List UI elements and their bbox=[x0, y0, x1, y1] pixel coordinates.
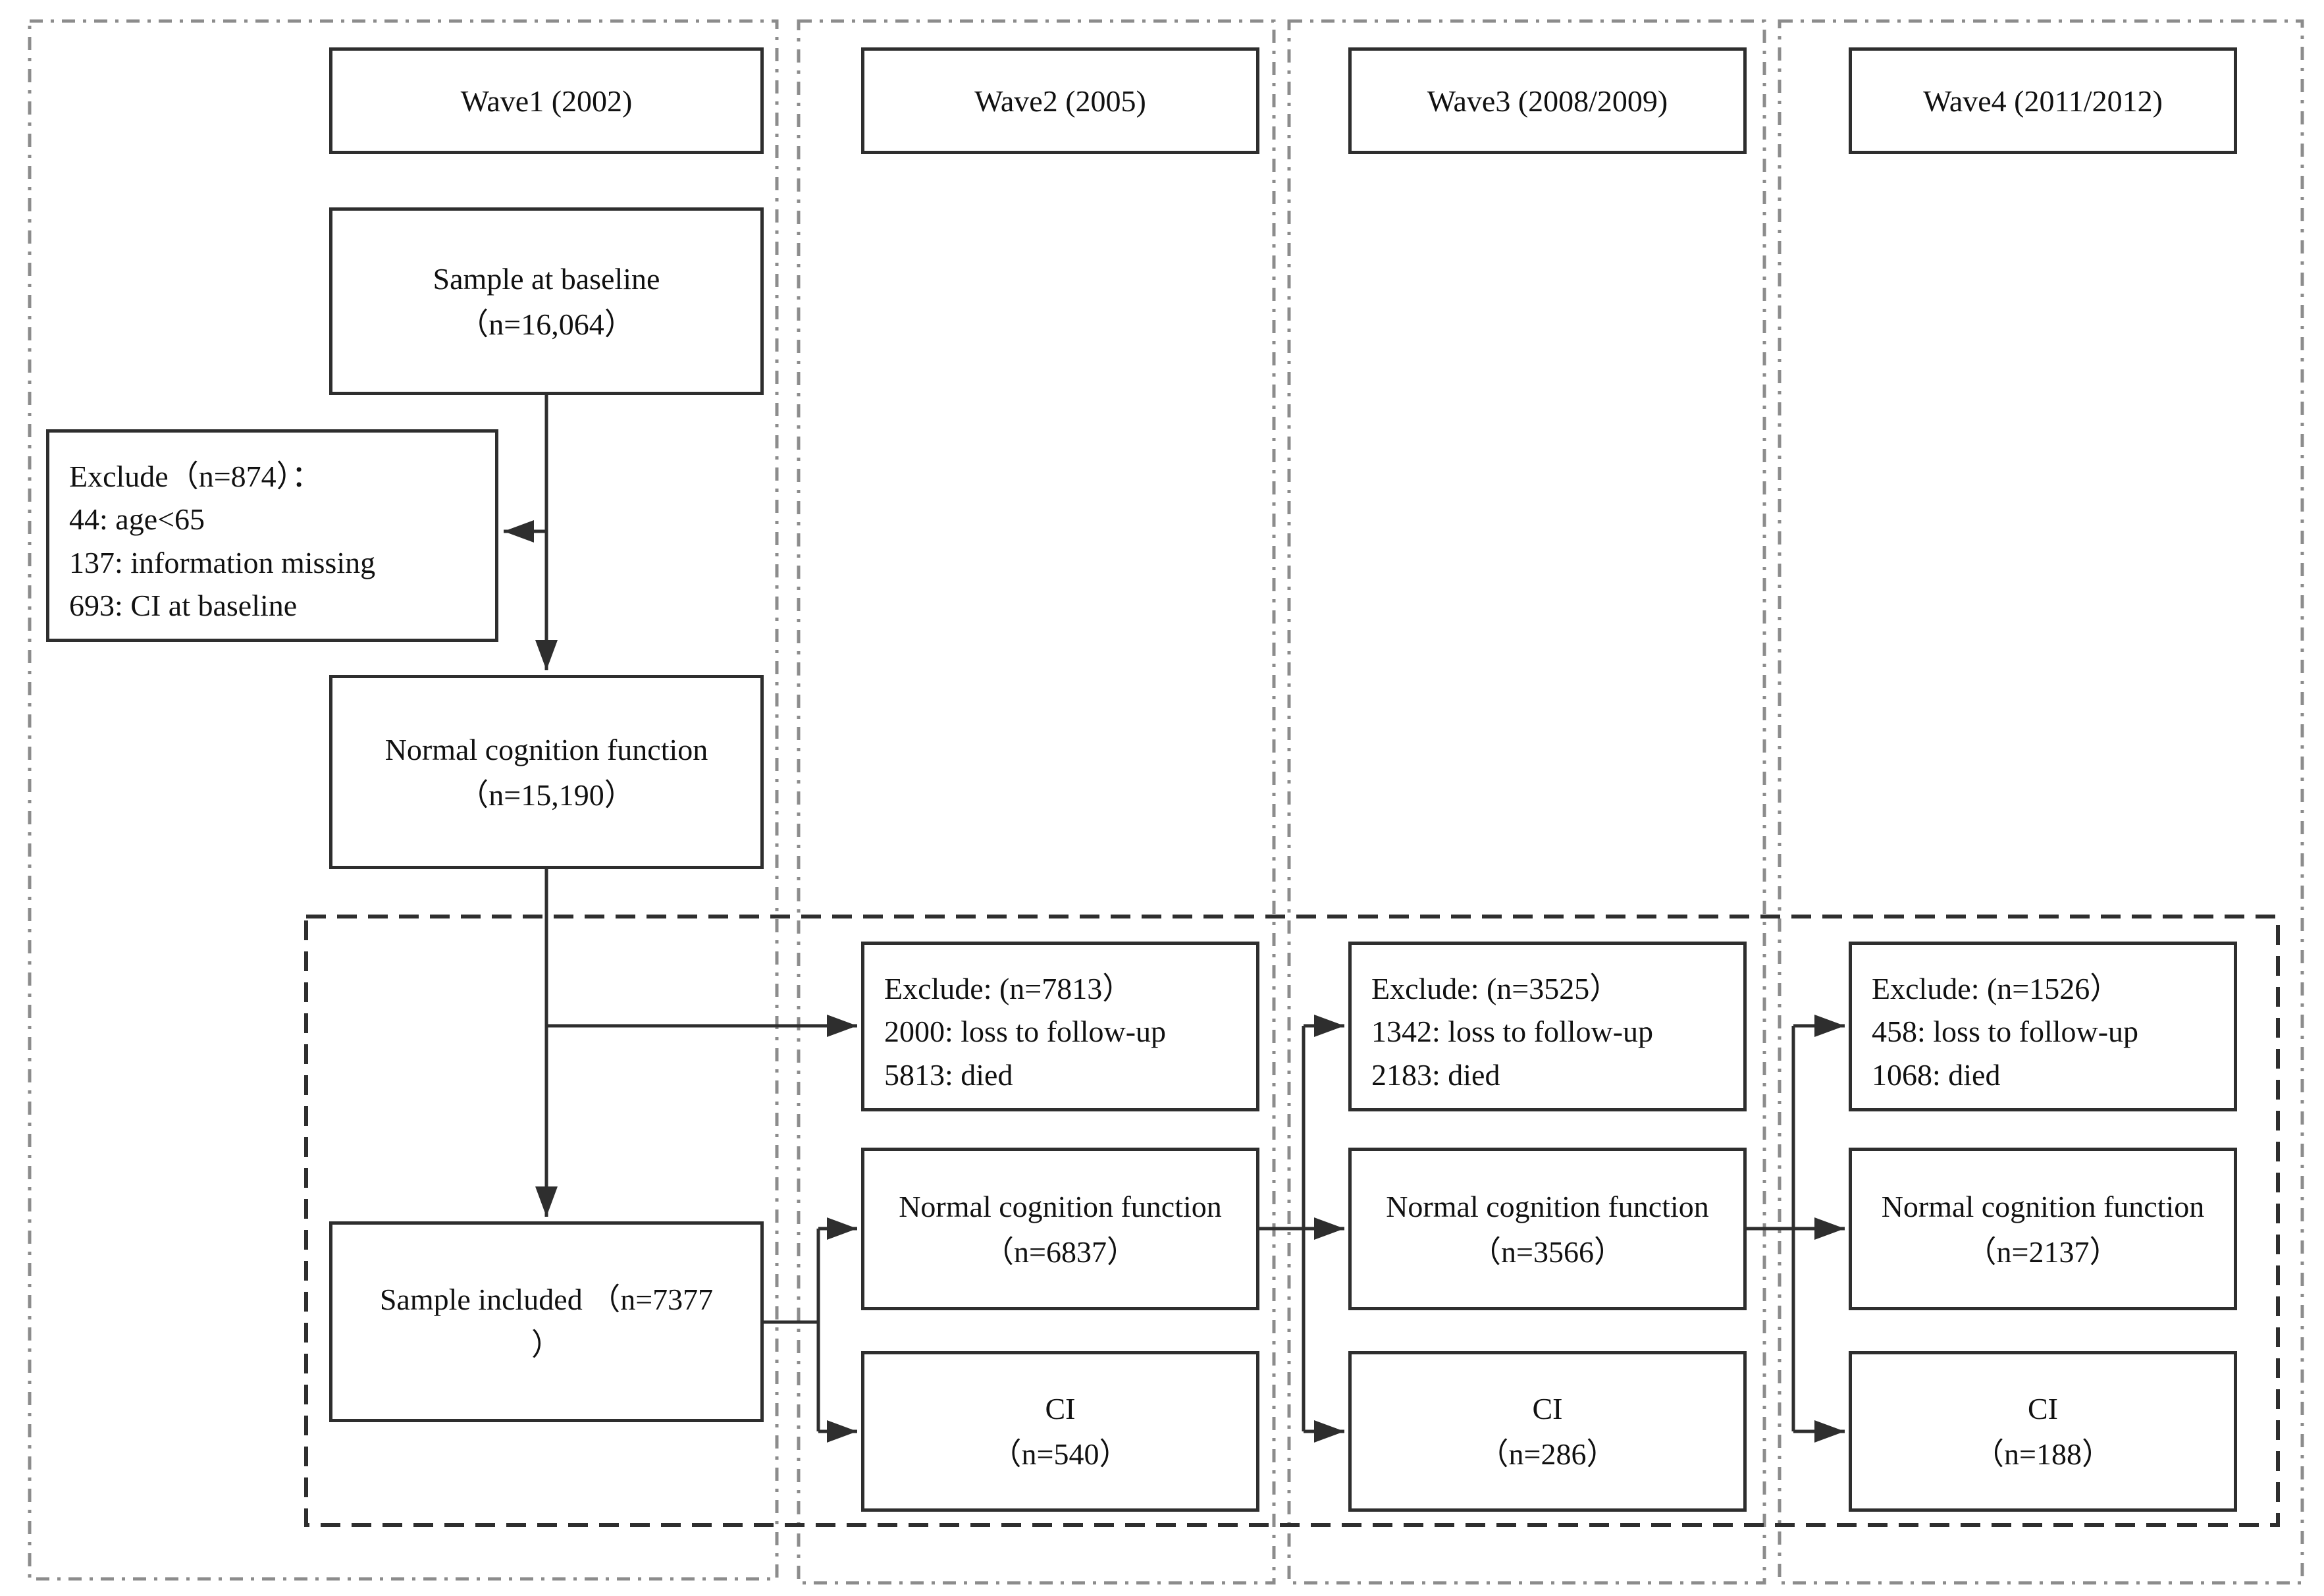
node-text: 2183: died bbox=[1371, 1057, 1500, 1092]
column-header-wave4: Wave4 (2011/2012) bbox=[1849, 47, 2237, 154]
node-text: （n=540） bbox=[991, 1437, 1130, 1471]
node-text: （n=3566） bbox=[1471, 1235, 1624, 1269]
node-text: Exclude: (n=3525） bbox=[1371, 972, 1620, 1005]
node-exclude-wave4: Exclude: (n=1526） 458: loss to follow-up… bbox=[1849, 942, 2237, 1111]
node-text: （n=15,190） bbox=[458, 778, 635, 812]
node-text: （n=2137） bbox=[1966, 1235, 2120, 1269]
node-exclude-wave3: Exclude: (n=3525） 1342: loss to follow-u… bbox=[1348, 942, 1747, 1111]
column-outline-wave3 bbox=[1287, 19, 1766, 1585]
node-sample-included: Sample included （n=7377 ） bbox=[329, 1221, 764, 1422]
node-text: （n=188） bbox=[1974, 1437, 2112, 1471]
node-text: CI bbox=[2028, 1392, 2058, 1425]
node-normal-wave1: Normal cognition function （n=15,190） bbox=[329, 675, 764, 869]
node-text: （n=16,064） bbox=[458, 307, 635, 341]
node-text: 2000: loss to follow-up bbox=[884, 1015, 1167, 1049]
node-ci-wave3: CI （n=286） bbox=[1348, 1351, 1747, 1512]
node-exclude-wave2: Exclude: (n=7813） 2000: loss to follow-u… bbox=[861, 942, 1259, 1111]
node-text: （n=286） bbox=[1478, 1437, 1617, 1471]
node-text: Exclude: (n=1526） bbox=[1872, 972, 2121, 1005]
node-text: 44: age<65 bbox=[69, 502, 205, 537]
node-text: Sample at baseline bbox=[433, 261, 660, 296]
node-text: 137: information missing bbox=[69, 545, 376, 579]
node-text: （n=6837） bbox=[984, 1235, 1137, 1269]
node-normal-wave2: Normal cognition function （n=6837） bbox=[861, 1148, 1259, 1310]
column-header-label: Wave1 (2002) bbox=[460, 84, 633, 118]
node-text: 693: CI at baseline bbox=[69, 588, 298, 622]
node-text: CI bbox=[1045, 1392, 1076, 1425]
column-header-wave1: Wave1 (2002) bbox=[329, 47, 764, 154]
node-text: Normal cognition function bbox=[899, 1189, 1222, 1223]
node-text: Normal cognition function bbox=[384, 732, 708, 766]
node-normal-wave4: Normal cognition function （n=2137） bbox=[1849, 1148, 2237, 1310]
node-text: ） bbox=[531, 1327, 562, 1362]
included-region-outline bbox=[304, 915, 2280, 1527]
node-text: Exclude: (n=7813） bbox=[884, 972, 1133, 1005]
node-text: Exclude（n=874）： bbox=[69, 460, 322, 493]
node-text: 1342: loss to follow-up bbox=[1371, 1015, 1654, 1049]
node-text: Normal cognition function bbox=[1881, 1189, 2205, 1223]
node-sample-baseline: Sample at baseline （n=16,064） bbox=[329, 207, 764, 395]
node-text: Normal cognition function bbox=[1386, 1189, 1709, 1223]
node-text: CI bbox=[1532, 1392, 1563, 1425]
column-header-label: Wave2 (2005) bbox=[974, 84, 1146, 118]
node-exclude-wave1: Exclude（n=874）： 44: age<65 137: informat… bbox=[46, 429, 498, 642]
column-outline-wave1 bbox=[28, 19, 779, 1581]
node-text: Sample included （n=7377 bbox=[379, 1282, 714, 1316]
node-text: 458: loss to follow-up bbox=[1872, 1015, 2139, 1049]
node-normal-wave3: Normal cognition function （n=3566） bbox=[1348, 1148, 1747, 1310]
column-header-label: Wave4 (2011/2012) bbox=[1923, 84, 2163, 118]
node-text: 5813: died bbox=[884, 1057, 1013, 1092]
node-text: 1068: died bbox=[1872, 1057, 2001, 1092]
node-ci-wave2: CI （n=540） bbox=[861, 1351, 1259, 1512]
column-outline-wave4 bbox=[1778, 19, 2304, 1585]
column-header-wave3: Wave3 (2008/2009) bbox=[1348, 47, 1747, 154]
column-header-wave2: Wave2 (2005) bbox=[861, 47, 1259, 154]
column-header-label: Wave3 (2008/2009) bbox=[1427, 84, 1668, 118]
node-ci-wave4: CI （n=188） bbox=[1849, 1351, 2237, 1512]
column-outline-wave2 bbox=[797, 19, 1276, 1585]
